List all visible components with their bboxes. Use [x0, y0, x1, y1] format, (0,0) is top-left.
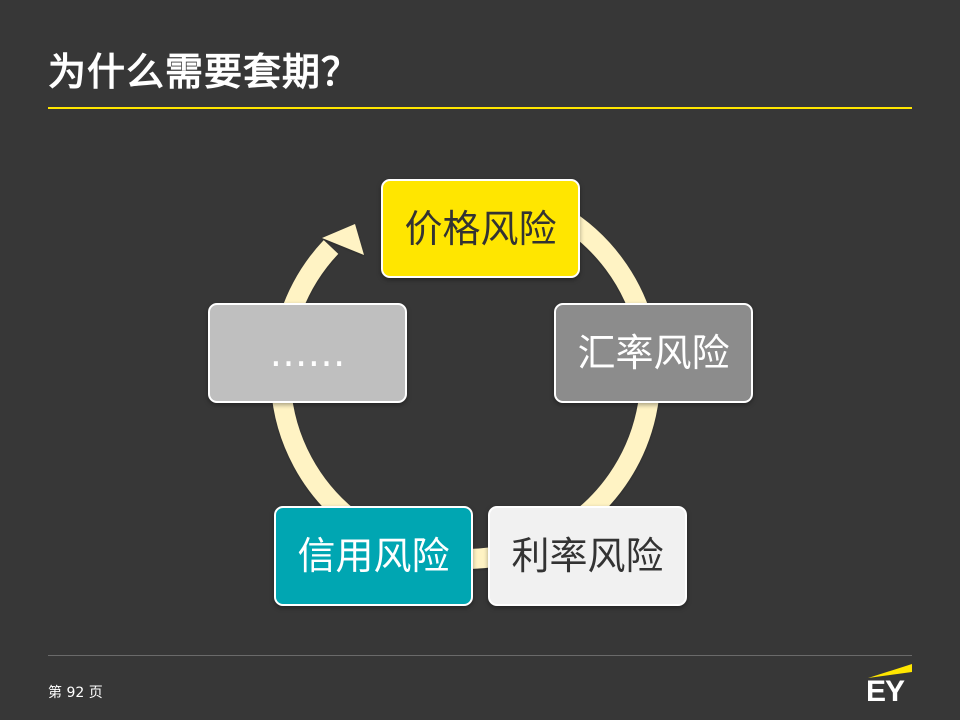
risk-label-interest: 利率风险 [511, 534, 664, 578]
risk-box-price: 价格风险 [381, 179, 580, 278]
risk-label-fx: 汇率风险 [577, 331, 730, 375]
ey-logo-beam-icon [868, 664, 912, 678]
risk-box-other: …… [208, 303, 407, 403]
risk-box-credit: 信用风险 [274, 506, 473, 606]
page-number: 第 92 页 [48, 685, 103, 701]
title-underline [48, 107, 912, 109]
risk-box-interest: 利率风险 [488, 506, 687, 606]
ey-logo: EY [866, 662, 914, 708]
risk-label-other: …… [269, 331, 346, 375]
cycle-arrow-head [322, 224, 364, 255]
risk-label-credit: 信用风险 [297, 534, 450, 578]
slide-title: 为什么需要套期？ [48, 50, 361, 94]
ey-logo-text: EY [866, 675, 905, 708]
risk-box-fx: 汇率风险 [554, 303, 753, 403]
footer-divider [48, 655, 912, 656]
risk-label-price: 价格风险 [404, 206, 557, 251]
